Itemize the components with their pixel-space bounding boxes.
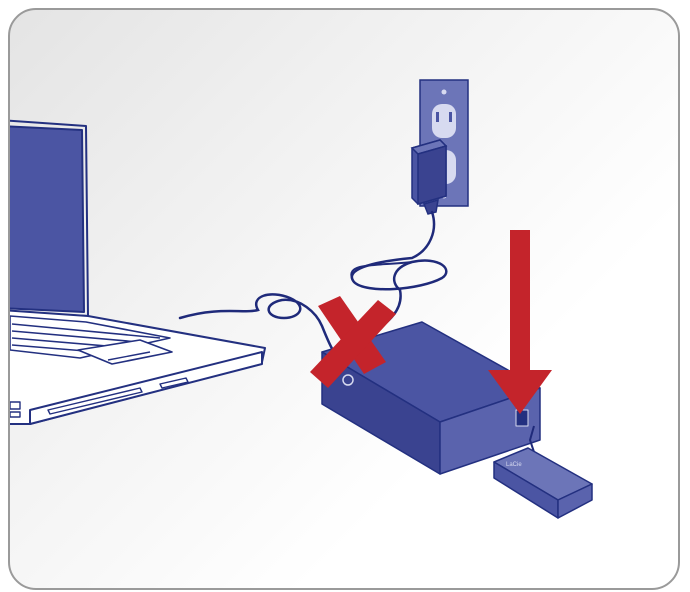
- laptop-screen: [8, 126, 84, 312]
- outlet-socket-top: [432, 104, 456, 138]
- setup-illustration: LaCie: [8, 8, 680, 590]
- laptop: [8, 120, 265, 424]
- svg-text:LaCie: LaCie: [506, 462, 522, 468]
- illustration-frame: LaCie: [8, 8, 680, 590]
- drive-usb-port: [516, 410, 528, 426]
